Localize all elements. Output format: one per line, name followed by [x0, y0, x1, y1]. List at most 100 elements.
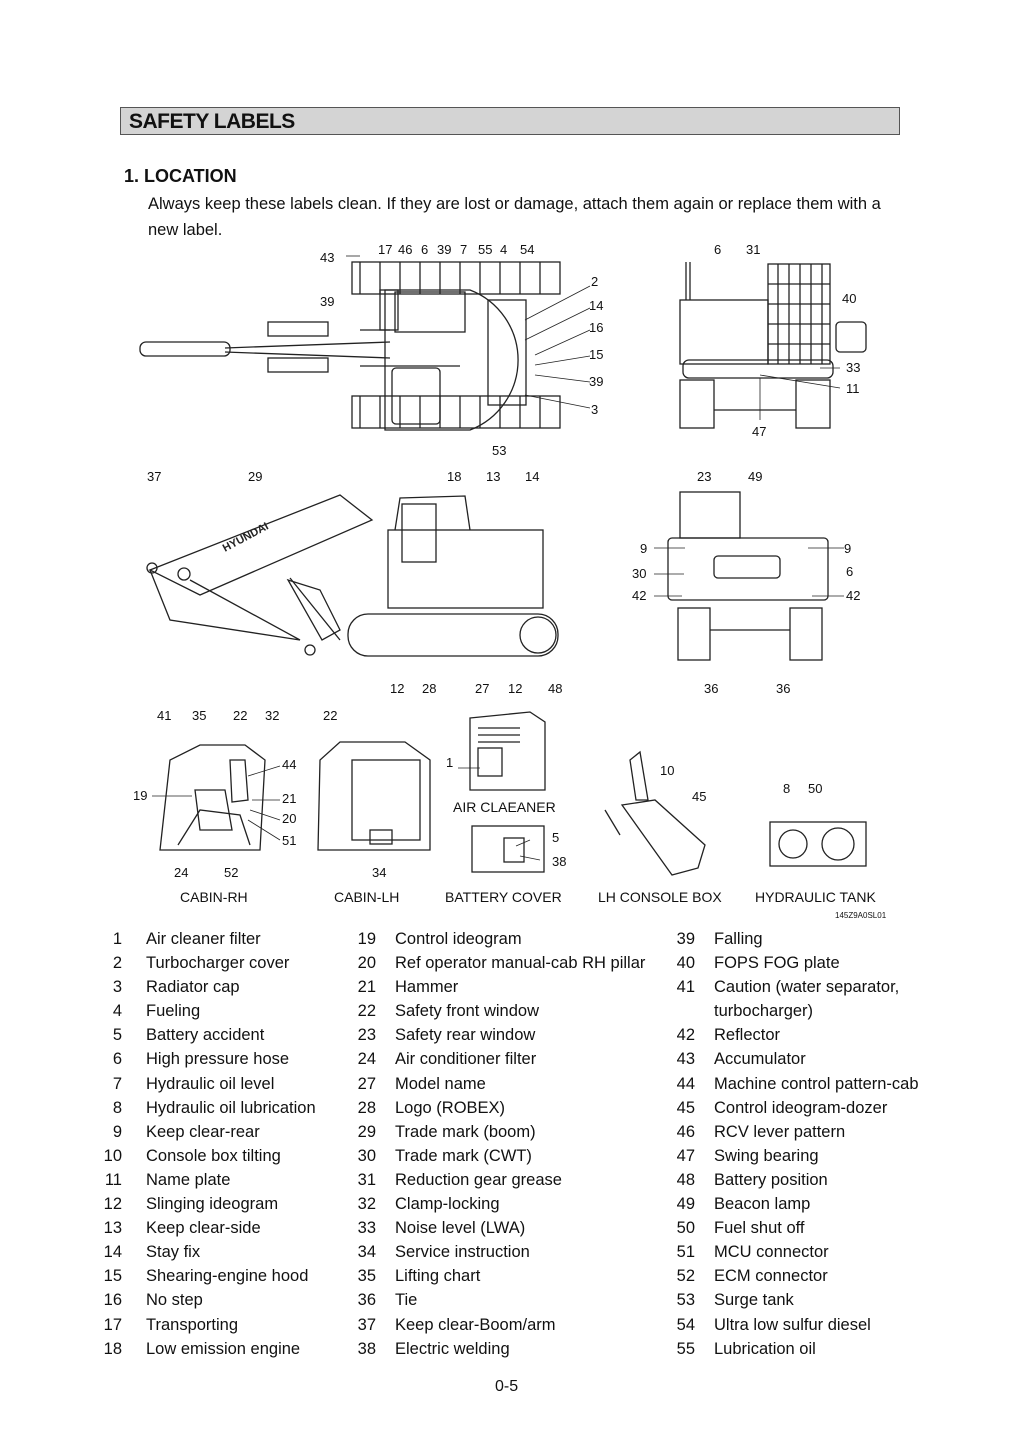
legend-number: 24 — [357, 1050, 376, 1069]
legend-number: 35 — [357, 1267, 376, 1286]
callout-number: 47 — [752, 424, 766, 439]
legend-number: 44 — [676, 1074, 695, 1093]
callout-number: 45 — [692, 789, 706, 804]
legend-number: 3 — [112, 978, 122, 997]
legend-label: Reflector — [714, 1026, 781, 1045]
callout-number: 6 — [714, 242, 721, 257]
legend-number: 30 — [357, 1146, 376, 1165]
location-heading: 1. LOCATION — [124, 166, 237, 186]
legend-number: 31 — [357, 1170, 376, 1189]
legend-row: 24 Air conditioner filter — [348, 1050, 648, 1074]
callout-number: 36 — [704, 681, 718, 696]
legend-row: 55 Lubrication oil — [665, 1340, 965, 1364]
callout-number: 50 — [808, 781, 822, 796]
legend-number: 55 — [676, 1339, 695, 1358]
legend-label: Control ideogram — [395, 930, 522, 948]
callout-number: 18 — [447, 469, 461, 484]
legend-label: Battery position — [714, 1170, 828, 1189]
callout-number: 49 — [748, 469, 762, 484]
callout-number: 17 — [378, 242, 392, 257]
callout-number: 14 — [525, 469, 539, 484]
legend-label: Air conditioner filter — [395, 1050, 537, 1069]
callout-number: 54 — [520, 242, 534, 257]
rear-top-view-drawing — [679, 262, 867, 429]
caption-battery-cover: BATTERY COVER — [445, 889, 562, 905]
caption-lh-console-box: LH CONSOLE BOX — [598, 889, 722, 905]
caption-cabin-rh: CABIN-RH — [180, 889, 248, 905]
legend-label: Lubrication oil — [714, 1339, 816, 1358]
legend-label: turbocharger) — [714, 1002, 814, 1021]
callout-number: 1 — [446, 755, 453, 770]
callout-number: 42 — [846, 588, 860, 603]
legend-label: High pressure hose — [146, 1050, 290, 1069]
legend-row: turbocharger) — [665, 1002, 965, 1026]
callout-number: 7 — [460, 242, 467, 257]
legend-number: 29 — [357, 1122, 376, 1141]
callout-number: 40 — [842, 291, 856, 306]
legend-label: Model name — [395, 1074, 486, 1093]
legend-number: 43 — [676, 1050, 695, 1069]
legend-number: 34 — [357, 1243, 376, 1262]
legend-label: Service instruction — [395, 1243, 530, 1262]
caption-hydraulic-tank: HYDRAULIC TANK — [755, 889, 877, 905]
legend-label: Hydraulic oil lubrication — [146, 1098, 316, 1117]
brand-boom-text: HYUNDAI — [221, 521, 271, 555]
callout-number: 12 — [390, 681, 404, 696]
callout-number: 46 — [398, 242, 412, 257]
callout-number: 32 — [265, 708, 279, 723]
legend-number: 2 — [112, 954, 122, 973]
legend-label: Caution (water separator, — [714, 978, 900, 997]
section-title-bar: SAFETY LABELS — [120, 107, 900, 135]
legend-number: 6 — [112, 1050, 122, 1069]
legend-number: 17 — [103, 1315, 122, 1334]
callout-number: 34 — [372, 865, 386, 880]
legend-label: RCV lever pattern — [714, 1122, 846, 1141]
side-view-drawing — [146, 494, 559, 657]
callout-number: 22 — [233, 708, 247, 723]
callout-number: 20 — [282, 811, 296, 826]
callout-number: 31 — [746, 242, 760, 257]
callout-number: 22 — [323, 708, 337, 723]
callout-number: 28 — [422, 681, 436, 696]
legend-label: Fuel shut off — [714, 1219, 805, 1238]
callout-number: 44 — [282, 757, 296, 772]
legend-label: Surge tank — [714, 1291, 794, 1310]
air-cleaner-drawing — [469, 711, 546, 791]
legend-label: Hydraulic oil level — [146, 1074, 275, 1093]
legend-label: Battery accident — [146, 1026, 265, 1045]
legend-label: Keep clear-Boom/arm — [395, 1315, 556, 1334]
callout-number: 48 — [548, 681, 562, 696]
callout-number: 9 — [844, 541, 851, 556]
page-number: 0-5 — [495, 1378, 519, 1395]
legend-number: 9 — [112, 1122, 122, 1141]
callout-number: 14 — [589, 298, 603, 313]
callout-number: 13 — [486, 469, 500, 484]
legend-label: Fueling — [146, 1002, 201, 1021]
callout-number: 9 — [640, 541, 647, 556]
legend-number: 53 — [676, 1291, 695, 1310]
callout-number: 39 — [589, 374, 603, 389]
callout-number: 39 — [320, 294, 334, 309]
legend-number: 16 — [103, 1291, 122, 1310]
callout-number: 3 — [591, 402, 598, 417]
legend-number: 18 — [103, 1339, 122, 1358]
